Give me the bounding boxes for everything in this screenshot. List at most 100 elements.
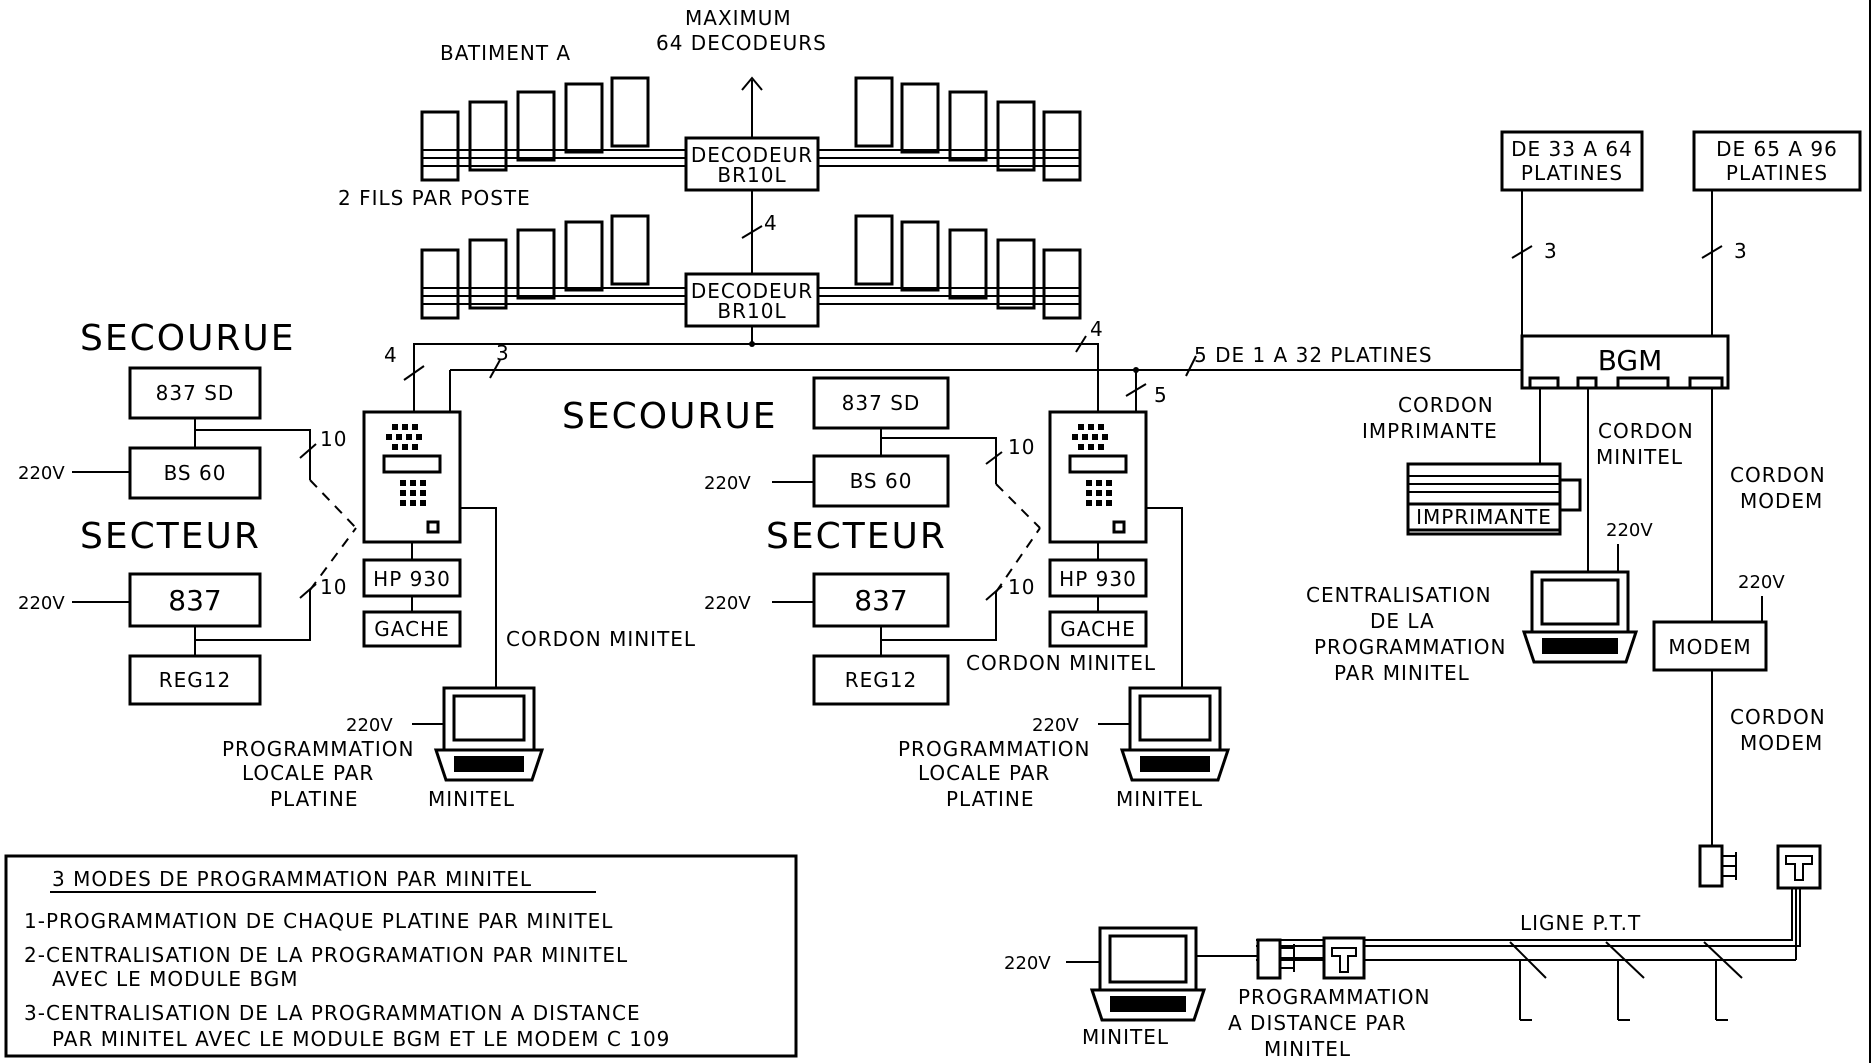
box-hp930-left-text: HP 930 — [373, 567, 451, 591]
voltage-220v-837-mid: 220V — [704, 593, 751, 614]
minitel-mid-icon — [1119, 686, 1231, 782]
decoder-row-2: DECODEUR BR10L — [420, 214, 1082, 328]
station-blocks-right-1 — [854, 76, 1082, 182]
box-de65-platines — [1692, 130, 1862, 192]
de33-label: DE 33 A 64 — [1511, 137, 1633, 161]
box-837-left-text: 837 — [168, 584, 221, 617]
minitel-left-icon — [433, 686, 545, 782]
box-reg12-mid — [812, 654, 950, 706]
voltage-220v-837-left: 220V — [18, 593, 65, 614]
plug-icon-remote — [1256, 938, 1295, 980]
cordon-imprimante-2: IMPRIMANTE — [1362, 419, 1498, 443]
dist-line3: MINITEL — [1264, 1037, 1351, 1061]
decodeur-box-2 — [684, 272, 820, 328]
bgm-label: BGM — [1598, 344, 1663, 377]
prog-locale-mid-2: LOCALE PAR — [918, 761, 1050, 785]
central-line2: DE LA — [1370, 609, 1435, 633]
batiment-label: BATIMENT A — [440, 41, 571, 65]
legend-title: 3 MODES DE PROGRAMMATION PAR MINITEL — [52, 867, 532, 891]
decodeur-box-1 — [684, 136, 820, 192]
box-gache-left — [362, 610, 462, 648]
cordon-modem-lower-1: CORDON — [1730, 705, 1826, 729]
box-837-left — [128, 572, 262, 628]
box-837sd-left — [128, 366, 262, 420]
ptt-switch-1 — [1509, 941, 1547, 1021]
prog-locale-mid-3: PLATINE — [946, 787, 1035, 811]
station-blocks-left-1 — [420, 76, 650, 182]
cordon-minitel-right-2: MINITEL — [1596, 445, 1683, 469]
wire-count-4-left: 4 — [384, 343, 398, 367]
wire-count-4-top: 4 — [764, 211, 778, 235]
prog-locale-left-2: LOCALE PAR — [242, 761, 374, 785]
bus-line-left-4 — [413, 326, 753, 412]
minitel-central-icon — [1521, 570, 1639, 664]
dist-line2: A DISTANCE PAR — [1228, 1011, 1407, 1035]
t-socket-icon-remote — [1322, 936, 1366, 980]
legend-item-3b: PAR MINITEL AVEC LE MODULE BGM ET LE MOD… — [52, 1027, 670, 1051]
ptt-switch-2 — [1605, 941, 1645, 1021]
fils-par-poste-label: 2 FILS PAR POSTE — [338, 186, 531, 210]
plug-icon-right — [1698, 844, 1737, 888]
printer-icon — [1406, 462, 1582, 536]
ptt-switch-3 — [1703, 941, 1743, 1021]
decodeurs-count-label: 64 DECODEURS — [656, 31, 827, 55]
platine-left — [362, 410, 462, 544]
ligne-ptt-label: LIGNE P.T.T — [1520, 911, 1641, 935]
box-gache-mid-text: GACHE — [1060, 617, 1135, 641]
cordon-minitel-right-1: CORDON — [1598, 419, 1694, 443]
wire-count-10-upper-left: 10 — [320, 427, 347, 451]
box-bs60-left-text: BS 60 — [164, 461, 227, 485]
decodeur-model-1: BR10L — [717, 163, 786, 187]
imprimante-box-label: IMPRIMANTE — [1416, 505, 1552, 529]
voltage-220v-bs60-mid: 220V — [704, 473, 751, 494]
box-reg12-left-text: REG12 — [159, 668, 231, 692]
platine-mid — [1048, 410, 1148, 544]
cordon-minitel-left: CORDON MINITEL — [506, 627, 696, 651]
box-gache-left-text: GACHE — [374, 617, 449, 641]
secourue-label-left: SECOURUE — [80, 318, 296, 359]
box-reg12-left — [128, 654, 262, 706]
prog-locale-left-1: PROGRAMMATION — [222, 737, 414, 761]
box-837sd-mid-text: 837 SD — [842, 391, 921, 415]
central-line4: PAR MINITEL — [1334, 661, 1470, 685]
wire-count-10-upper-mid: 10 — [1008, 435, 1035, 459]
legend-item-3a: 3-CENTRALISATION DE LA PROGRAMMATION A D… — [24, 1001, 641, 1025]
t-socket-icon-right — [1776, 844, 1822, 890]
cordon-modem-2: MODEM — [1740, 489, 1823, 513]
cordon-modem-1: CORDON — [1730, 463, 1826, 487]
voltage-220v-minitel-mid: 220V — [1032, 715, 1079, 736]
wire-count-10-lower-mid: 10 — [1008, 575, 1035, 599]
secourue-label-mid: SECOURUE — [562, 396, 778, 437]
legend-item-2b: AVEC LE MODULE BGM — [52, 967, 298, 991]
central-line1: CENTRALISATION — [1306, 583, 1492, 607]
decodeur-label-2: DECODEUR — [691, 279, 813, 303]
bus-label-platines: 5 DE 1 A 32 PLATINES — [1194, 343, 1433, 367]
wire-count-4-right: 4 — [1090, 317, 1104, 341]
maximum-label: MAXIMUM — [685, 6, 792, 30]
modem-box — [1652, 620, 1768, 672]
cordon-minitel-mid: CORDON MINITEL — [966, 651, 1156, 675]
voltage-220v-modem: 220V — [1738, 572, 1785, 593]
wire-count-5-right: 5 — [1154, 383, 1168, 407]
modem-box-label: MODEM — [1668, 635, 1751, 659]
minitel-label-remote: MINITEL — [1082, 1025, 1169, 1049]
de33-platines-label: PLATINES — [1521, 161, 1623, 185]
decodeur-model-2: BR10L — [717, 299, 786, 323]
bus-line-right-4 — [752, 343, 1099, 412]
minitel-label-mid: MINITEL — [1116, 787, 1203, 811]
cordon-imprimante-1: CORDON — [1398, 393, 1494, 417]
voltage-220v-minitel-left: 220V — [346, 715, 393, 736]
dist-line1: PROGRAMMATION — [1238, 985, 1430, 1009]
secteur-label-left: SECTEUR — [80, 516, 261, 557]
box-837sd-mid — [812, 376, 950, 430]
minitel-remote-icon — [1089, 926, 1207, 1022]
box-gache-mid — [1048, 610, 1148, 648]
minitel-label-left: MINITEL — [428, 787, 515, 811]
box-837sd-left-text: 837 SD — [156, 381, 235, 405]
wire-count-3-de65: 3 — [1734, 239, 1748, 263]
decodeur-label-1: DECODEUR — [691, 143, 813, 167]
box-hp930-mid-text: HP 930 — [1059, 567, 1137, 591]
box-reg12-mid-text: REG12 — [845, 668, 917, 692]
de65-label: DE 65 A 96 — [1716, 137, 1838, 161]
station-blocks-left-2 — [420, 214, 650, 320]
